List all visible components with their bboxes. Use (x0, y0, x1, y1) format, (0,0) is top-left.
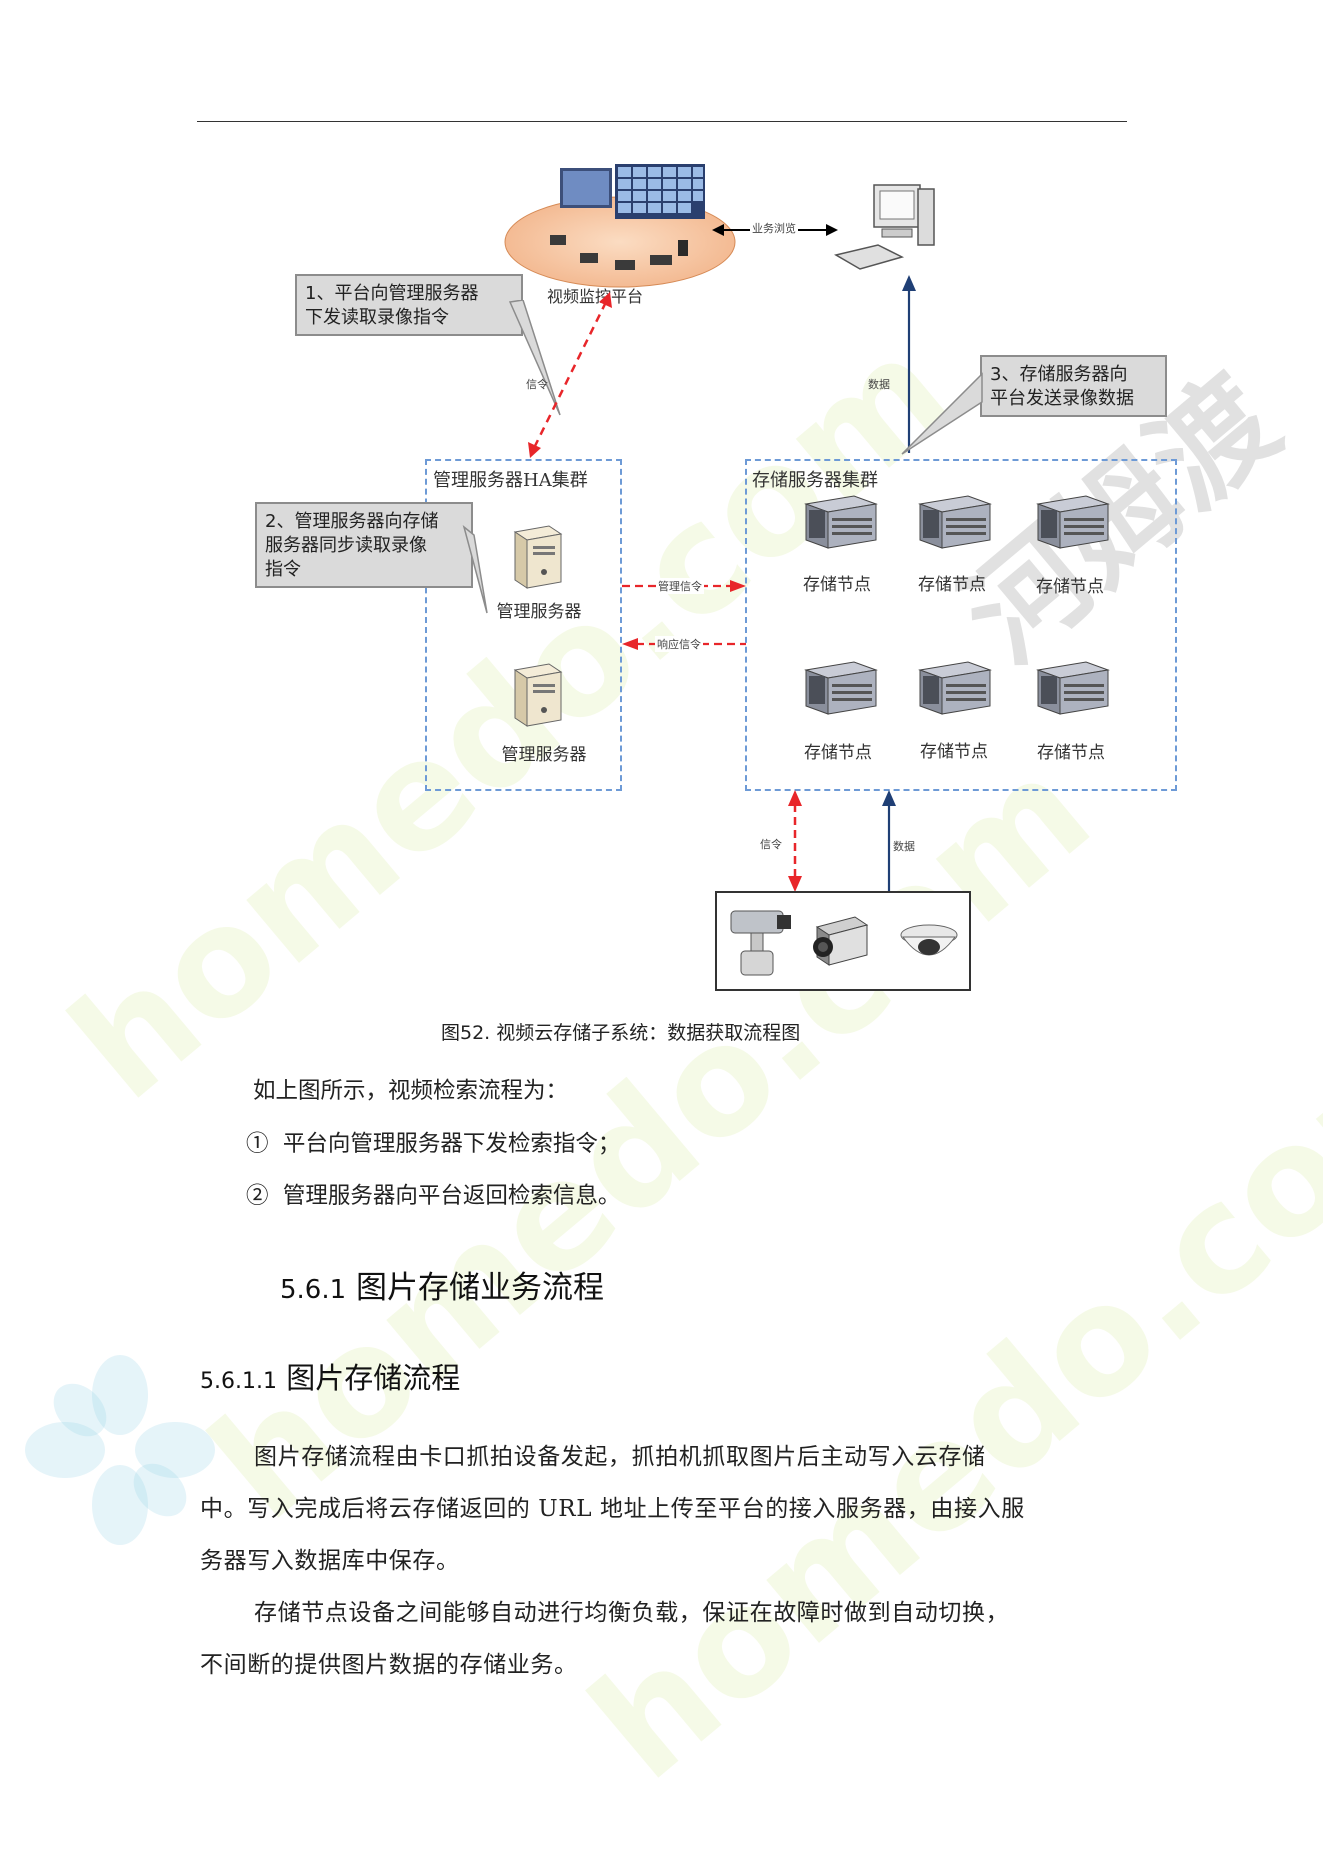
paragraph-1-line-1: 图片存储流程由卡口抓拍设备发起，抓拍机抓取图片后主动写入云存储 (254, 1444, 986, 1470)
platform-graphic (504, 164, 736, 288)
callout-1-pointer (508, 300, 561, 416)
signal-arrow-platform-mgmt (528, 292, 612, 458)
step-1-marker: ① (246, 1131, 269, 1157)
subsection-heading: 5.6.1.1 图片存储流程 (200, 1355, 460, 1397)
storage-node-label-6: 存储节点 (1037, 743, 1105, 763)
storage-node-icon-2 (918, 495, 992, 549)
subsection-number: 5.6.1.1 (200, 1369, 277, 1394)
camera-signal-arrow (788, 790, 802, 892)
storage-node-label-2: 存储节点 (918, 575, 986, 595)
mgmt-server-label-1: 管理服务器 (496, 602, 582, 622)
platform-label: 视频监控平台 (546, 287, 643, 306)
watermark-flower-logo (25, 1355, 215, 1545)
client-pc-icon (834, 184, 935, 270)
mgmt-cluster-title: 管理服务器HA集群 (433, 470, 588, 491)
step-1-text: 平台向管理服务器下发检索指令； (282, 1131, 621, 1157)
mgmt-server-label-2: 管理服务器 (501, 745, 587, 765)
signal-label-1: 信令 (526, 378, 548, 391)
paragraph-2-line-1: 存储节点设备之间能够自动进行均衡负载，保证在故障时做到自动切换， (254, 1600, 1010, 1626)
storage-node-icon-5 (918, 661, 992, 715)
intro-text: 如上图所示，视频检索流程为： (253, 1078, 569, 1104)
step-2-text: 管理服务器向平台返回检索信息。 (282, 1183, 621, 1209)
subsection-title: 图片存储流程 (286, 1361, 461, 1395)
storage-node-label-4: 存储节点 (804, 743, 872, 763)
business-browse-label: 业务浏览 (750, 220, 798, 236)
response-signal-label: 响应信令 (655, 636, 703, 652)
figure-number: 图52. (441, 1022, 491, 1044)
callout-3-line-2: 平台发送录像数据 (990, 388, 1134, 409)
callout-step-2: 2、管理服务器向存储 服务器同步读取录像 指令 (255, 502, 473, 588)
step-1: ① 平台向管理服务器下发检索指令； (246, 1126, 620, 1158)
storage-node-icon-4 (804, 661, 878, 715)
callout-2-line-3: 指令 (265, 559, 301, 580)
section-heading: 5.6.1 图片存储业务流程 (280, 1262, 604, 1307)
storage-node-icon-3 (1036, 495, 1110, 549)
paragraph-2-line-2: 不间断的提供图片数据的存储业务。 (200, 1652, 578, 1678)
mgmt-signal-label: 管理信令 (656, 578, 704, 594)
data-retrieval-flow-diagram: 视频监控平台 业务浏览 1、平台向管理服务器 下发读取录像指令 (255, 164, 1177, 991)
signal-label-2: 信令 (760, 838, 782, 851)
data-label-2: 数据 (893, 840, 915, 853)
step-2: ② 管理服务器向平台返回检索信息。 (246, 1178, 620, 1210)
figure-caption: 图52. 视频云存储子系统：数据获取流程图 (441, 1018, 800, 1045)
paragraph-1-line-3: 务器写入数据库中保存。 (200, 1548, 460, 1574)
callout-2-line-1: 2、管理服务器向存储 (265, 511, 439, 532)
callout-step-3: 3、存储服务器向 平台发送录像数据 (980, 355, 1167, 417)
camera-devices-box (715, 891, 971, 991)
callout-3-line-1: 3、存储服务器向 (990, 364, 1128, 385)
storage-node-icon-1 (804, 495, 878, 549)
callout-2-line-2: 服务器同步读取录像 (265, 535, 427, 556)
paragraph-1-line-2: 中。写入完成后将云存储返回的 URL 地址上传至平台的接入服务器，由接入服 (200, 1496, 1025, 1522)
mgmt-ha-cluster-box (425, 459, 622, 791)
storage-node-label-1: 存储节点 (803, 575, 871, 595)
callout-step-1: 1、平台向管理服务器 下发读取录像指令 (295, 274, 523, 336)
figure-title: 视频云存储子系统：数据获取流程图 (496, 1022, 801, 1044)
section-number: 5.6.1 (280, 1275, 347, 1305)
watermark-homedo-3: homedo.com (560, 983, 1323, 1814)
callout-2-pointer (462, 525, 488, 614)
storage-node-icon-6 (1036, 661, 1110, 715)
storage-node-label-5: 存储节点 (920, 742, 988, 762)
section-title: 图片存储业务流程 (356, 1270, 605, 1306)
storage-node-label-3: 存储节点 (1036, 577, 1104, 597)
data-label-1: 数据 (868, 378, 890, 391)
mgmt-server-icon-1 (513, 525, 563, 589)
callout-1-line-1: 1、平台向管理服务器 (305, 283, 479, 304)
storage-cluster-box (745, 459, 1177, 791)
camera-data-arrow (882, 790, 896, 892)
mgmt-server-icon-2 (513, 663, 563, 727)
box-camera-icon (813, 916, 869, 966)
callout-3-pointer (901, 372, 983, 455)
ptz-camera-icon (730, 910, 791, 976)
data-arrow-storage-pc (902, 275, 916, 453)
header-rule (197, 121, 1127, 122)
storage-cluster-title: 存储服务器集群 (752, 470, 878, 491)
callout-1-line-2: 下发读取录像指令 (305, 307, 449, 328)
step-2-marker: ② (246, 1183, 269, 1209)
dome-camera-icon (900, 924, 958, 956)
